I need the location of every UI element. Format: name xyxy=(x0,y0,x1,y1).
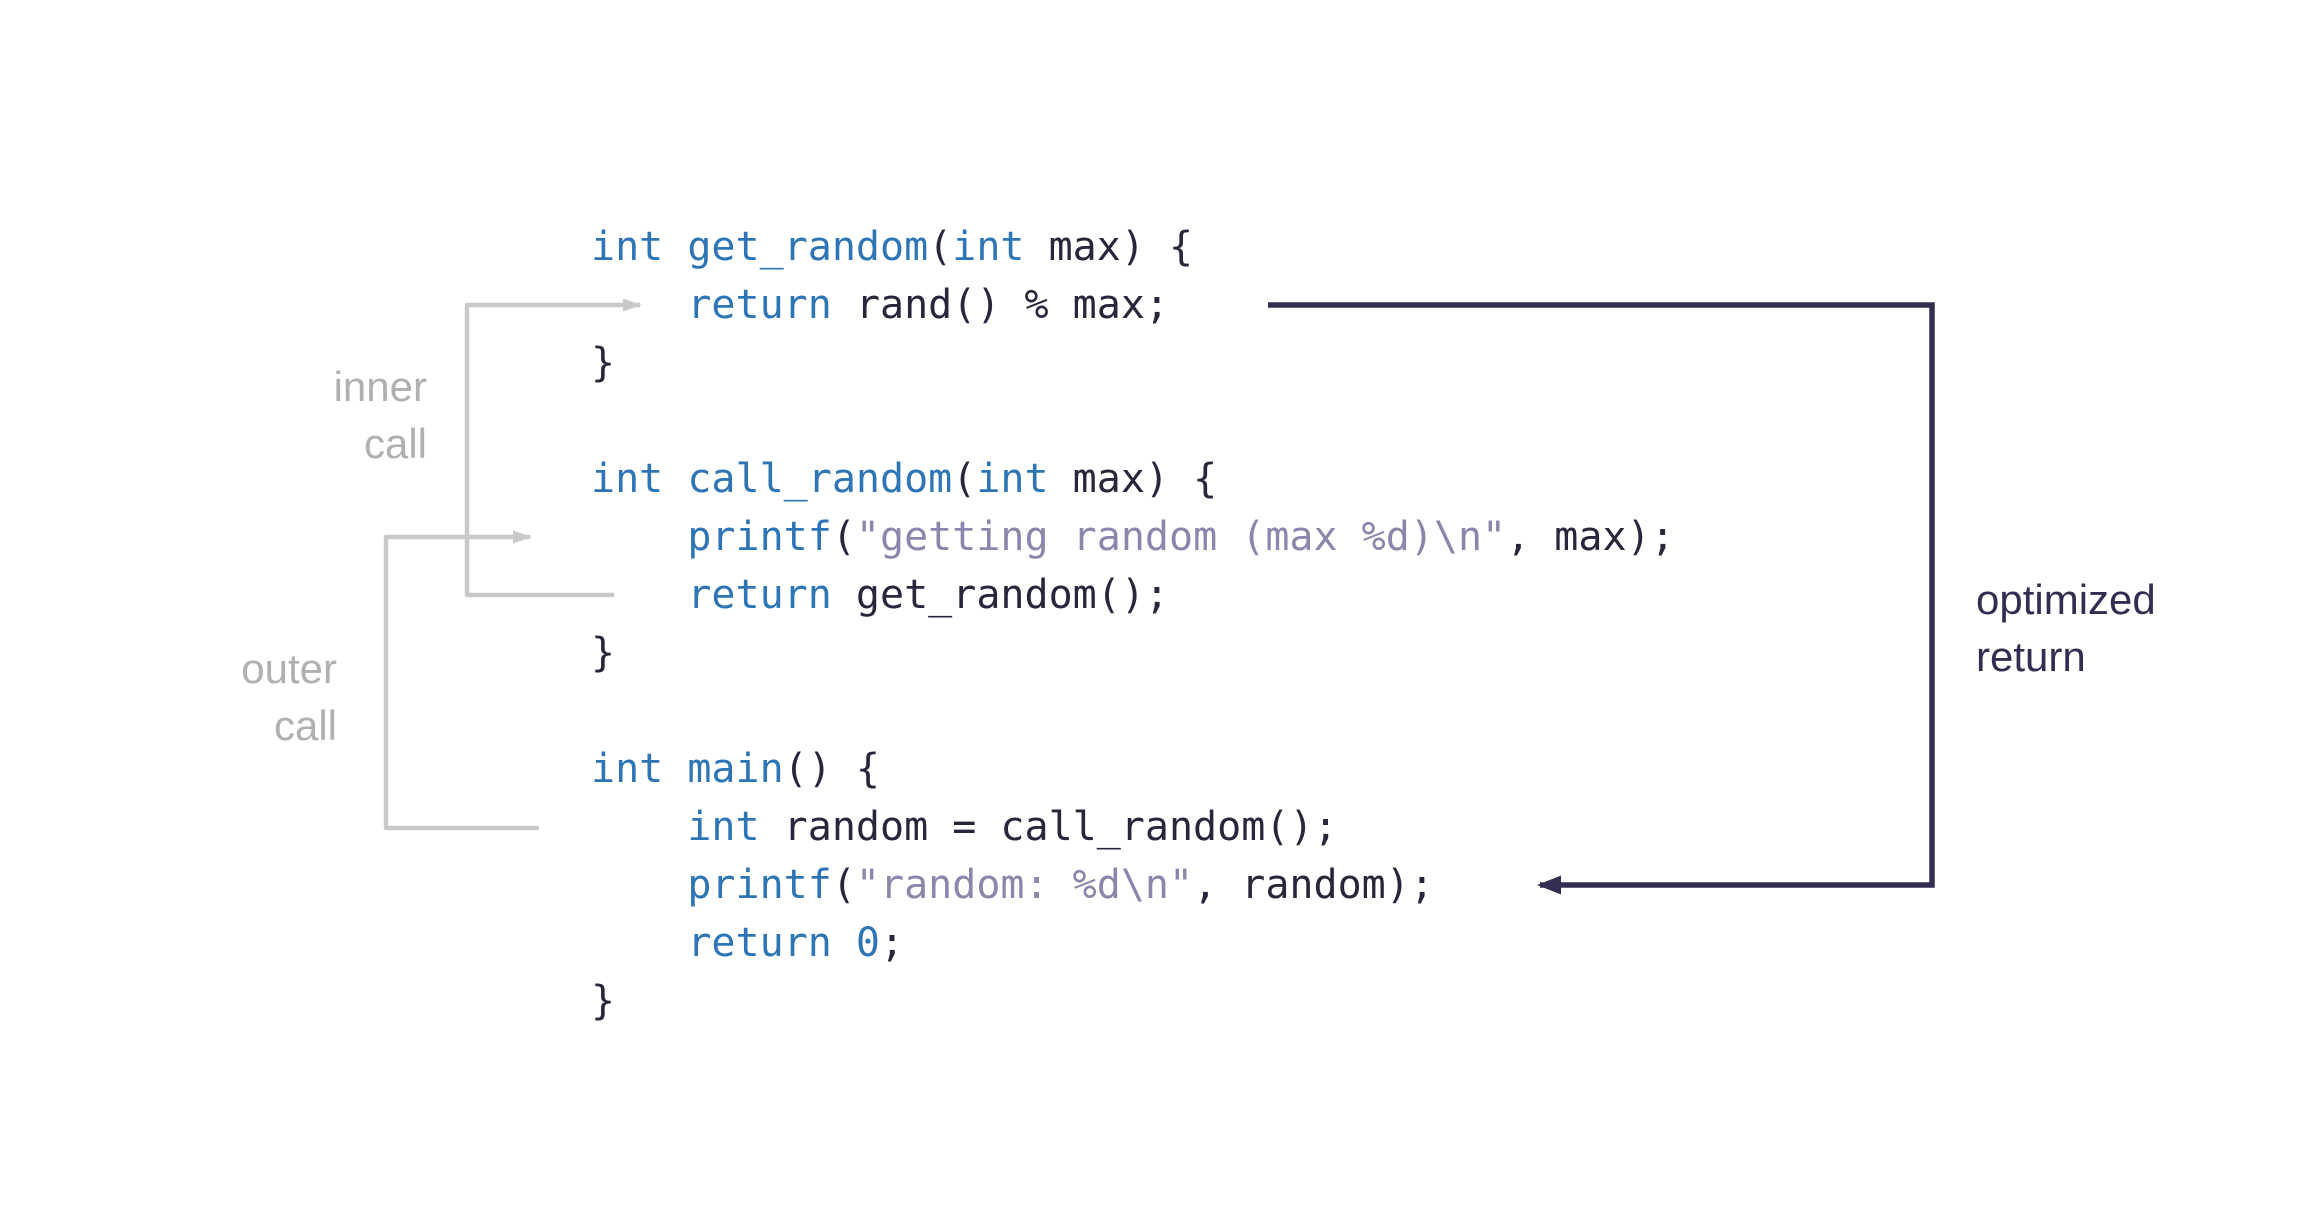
code-token: printf xyxy=(687,862,832,908)
code-token: int xyxy=(591,224,688,270)
code-token: } xyxy=(591,630,616,676)
code-line: return rand() % max; xyxy=(591,276,1675,334)
code-token: rand() % max; xyxy=(831,282,1169,328)
code-line: int get_random(int max) { xyxy=(591,218,1675,276)
code-line: printf("random: %d\n", random); xyxy=(591,856,1675,914)
code-line: int random = call_random(); xyxy=(591,798,1675,856)
code-token: "random: %d\n" xyxy=(855,862,1194,908)
code-line xyxy=(591,392,1675,450)
code-token: ; xyxy=(880,920,905,966)
outer-call-arrow xyxy=(383,530,539,831)
code-token xyxy=(591,514,687,560)
code-token: () { xyxy=(783,746,880,792)
code-line: return 0; xyxy=(591,914,1675,972)
outer-call-label: outer call xyxy=(117,640,337,754)
code-token: int xyxy=(976,456,1049,502)
inner-call-label-line2: call xyxy=(363,420,427,467)
code-token xyxy=(591,804,687,850)
code-block: int get_random(int max) { return rand() … xyxy=(591,218,1675,1030)
code-line: int main() { xyxy=(591,740,1675,798)
code-token: } xyxy=(591,978,616,1024)
code-token xyxy=(591,572,687,618)
code-line: return get_random(); xyxy=(591,566,1675,624)
inner-call-label-line1: inner xyxy=(333,363,427,410)
inner-call-label: inner call xyxy=(207,358,427,472)
code-token: max) { xyxy=(1024,224,1194,270)
code-token xyxy=(591,920,687,966)
code-token: max) { xyxy=(1048,456,1218,502)
code-token: main xyxy=(687,746,784,792)
code-token: int xyxy=(687,804,760,850)
code-token: get_random(); xyxy=(831,572,1169,618)
code-token: ( xyxy=(928,224,953,270)
code-token: call_random xyxy=(687,456,953,502)
code-line: } xyxy=(591,624,1675,682)
code-token: 0 xyxy=(855,920,881,966)
code-token: return xyxy=(687,282,832,328)
code-line: printf("getting random (max %d)\n", max)… xyxy=(591,508,1675,566)
code-token: random = call_random(); xyxy=(759,804,1338,850)
code-token: int xyxy=(952,224,1025,270)
code-token: ( xyxy=(831,862,856,908)
code-token: ( xyxy=(831,514,856,560)
optimized-return-label-line1: optimized xyxy=(1976,576,2156,623)
code-line: } xyxy=(591,334,1675,392)
code-token xyxy=(591,282,687,328)
optimized-return-label-line2: return xyxy=(1976,633,2086,680)
code-token: int xyxy=(591,456,688,502)
code-token: ( xyxy=(952,456,977,502)
code-token: return xyxy=(687,572,832,618)
code-token xyxy=(832,920,856,966)
code-line: } xyxy=(591,972,1675,1030)
optimized-return-label: optimized return xyxy=(1976,571,2156,685)
code-token: } xyxy=(591,340,616,386)
outer-call-label-line1: outer xyxy=(241,645,337,692)
code-line: int call_random(int max) { xyxy=(591,450,1675,508)
code-token: get_random xyxy=(687,224,929,270)
code-token: "getting random (max %d)\n" xyxy=(855,514,1507,560)
code-token: , random); xyxy=(1193,862,1434,908)
code-token: return xyxy=(687,920,832,966)
code-token: , max); xyxy=(1506,514,1675,560)
outer-call-label-line2: call xyxy=(273,702,337,749)
code-token: printf xyxy=(687,514,832,560)
code-line xyxy=(591,682,1675,740)
code-token: int xyxy=(591,746,688,792)
code-token xyxy=(591,862,687,908)
